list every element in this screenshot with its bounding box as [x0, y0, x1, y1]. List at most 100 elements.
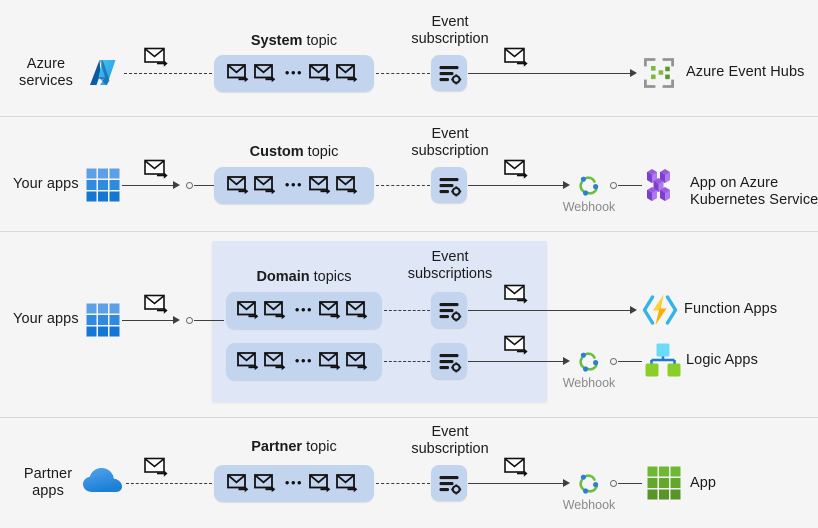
ellipsis: ••• — [294, 301, 314, 317]
topic-title-custom-suffix: topic — [303, 144, 339, 160]
source-label-azure-services: Azure services — [19, 56, 73, 89]
arrowhead-icon — [563, 180, 570, 189]
connector-port-to-custom-topic — [194, 185, 214, 186]
topic-pill-domain-1[interactable]: ••• — [226, 292, 382, 329]
azure-function-apps-icon — [641, 293, 679, 327]
ellipsis: ••• — [284, 176, 304, 192]
envelope-arrow-icon — [504, 334, 531, 356]
port-dot — [186, 316, 193, 324]
envelope-arrow-icon — [227, 63, 252, 84]
arrowhead-icon — [173, 315, 180, 324]
subscription-label-custom: Event subscription — [411, 126, 489, 159]
webhook-icon — [574, 170, 604, 200]
connector-port-to-domain-box — [194, 320, 224, 321]
envelope-arrow-icon — [336, 63, 361, 84]
connector-your-apps-to-custom-topic — [122, 185, 176, 186]
envelope-arrow-icon — [504, 158, 531, 180]
apps-grid-blue-icon — [85, 302, 121, 338]
topic-title-domain-suffix: topics — [309, 269, 352, 285]
destination-label-aks: App on Azure Kubernetes Service — [690, 175, 818, 208]
arrowhead-icon — [563, 356, 570, 365]
connector-webhook-to-app — [618, 483, 642, 484]
row-divider-3 — [0, 417, 818, 418]
topic-pill-domain-2[interactable]: ••• — [226, 343, 382, 380]
envelope-arrow-icon — [309, 473, 334, 494]
connector-your-apps-to-domain — [122, 320, 176, 321]
envelope-arrow-icon — [227, 473, 252, 494]
topic-title-partner-prefix: Partner — [251, 439, 303, 455]
connector-system-topic-to-subscription — [376, 73, 430, 74]
destination-label-app: App — [690, 475, 717, 491]
connector-subscription-to-event-hubs — [468, 73, 632, 74]
row-divider-1 — [0, 116, 818, 117]
port-dot — [610, 357, 617, 365]
envelope-arrow-icon — [336, 473, 361, 494]
ellipsis: ••• — [294, 352, 314, 368]
envelope-arrow-icon — [319, 351, 344, 372]
webhook-icon — [574, 346, 604, 376]
webhook-caption-custom: Webhook — [562, 200, 616, 214]
envelope-arrow-icon — [254, 473, 279, 494]
connector-webhook-to-aks — [618, 185, 642, 186]
connector-subscription-to-webhook-custom — [468, 185, 565, 186]
connector-domain-2-to-subscription — [384, 361, 430, 362]
topic-pill-custom[interactable]: ••• — [214, 167, 374, 204]
connector-subscription-to-function-apps — [468, 310, 632, 311]
row-divider-2 — [0, 231, 818, 232]
source-label-partner-apps: Partner apps — [23, 466, 73, 499]
ellipsis: ••• — [284, 474, 304, 490]
topic-pill-system[interactable]: ••• — [214, 55, 374, 92]
destination-label-azure-event-hubs: Azure Event Hubs — [686, 64, 805, 80]
topic-title-custom-prefix: Custom — [249, 144, 304, 160]
port-dot — [186, 181, 193, 189]
envelope-arrow-icon — [144, 46, 171, 68]
source-label-your-apps-custom: Your apps — [13, 176, 79, 192]
envelope-arrow-icon — [336, 175, 361, 196]
subscription-label-system: Event subscription — [411, 14, 489, 47]
topic-title-system-suffix: topic — [302, 33, 338, 49]
azure-kubernetes-service-icon — [645, 167, 683, 203]
topic-title-partner-suffix: topic — [302, 439, 337, 455]
event-subscription-filter-icon[interactable] — [431, 292, 467, 328]
envelope-arrow-icon — [504, 456, 531, 478]
envelope-arrow-icon — [264, 351, 289, 372]
envelope-arrow-icon — [346, 300, 371, 321]
destination-label-function-apps: Function Apps — [684, 301, 778, 317]
destination-label-logic-apps: Logic Apps — [686, 352, 758, 368]
envelope-arrow-icon — [346, 351, 371, 372]
arrowhead-icon — [563, 478, 570, 487]
envelope-arrow-icon — [319, 300, 344, 321]
connector-partner-to-topic — [126, 483, 212, 484]
ellipsis: ••• — [284, 64, 304, 80]
envelope-arrow-icon — [254, 175, 279, 196]
envelope-arrow-icon — [264, 300, 289, 321]
webhook-caption-partner: Webhook — [562, 498, 616, 512]
app-grid-green-icon — [646, 465, 682, 501]
envelope-arrow-icon — [309, 63, 334, 84]
source-label-your-apps-domain: Your apps — [13, 311, 79, 327]
topic-pill-partner[interactable]: ••• — [214, 465, 374, 502]
envelope-arrow-icon — [144, 158, 171, 180]
event-subscription-filter-icon[interactable] — [431, 167, 467, 203]
topic-title-domain-prefix: Domain — [256, 269, 310, 285]
envelope-arrow-icon — [254, 63, 279, 84]
envelope-arrow-icon — [237, 300, 262, 321]
webhook-caption-domain: Webhook — [562, 376, 616, 390]
topic-title-partner: Partner topic — [214, 439, 374, 456]
envelope-arrow-icon — [144, 456, 171, 478]
subscription-label-partner: Event subscription — [411, 424, 489, 457]
azure-logo-icon — [85, 55, 121, 91]
envelope-arrow-icon — [227, 175, 252, 196]
connector-subscription-to-webhook-domain — [468, 361, 565, 362]
arrowhead-icon — [630, 68, 637, 77]
topic-title-system: System topic — [214, 33, 374, 50]
apps-grid-blue-icon — [85, 167, 121, 203]
webhook-icon — [574, 468, 604, 498]
partner-cloud-icon — [82, 465, 124, 497]
event-subscription-filter-icon[interactable] — [431, 55, 467, 91]
port-dot — [610, 479, 617, 487]
event-subscription-filter-icon[interactable] — [431, 343, 467, 379]
event-subscription-filter-icon[interactable] — [431, 465, 467, 501]
azure-event-hubs-icon — [641, 55, 677, 91]
